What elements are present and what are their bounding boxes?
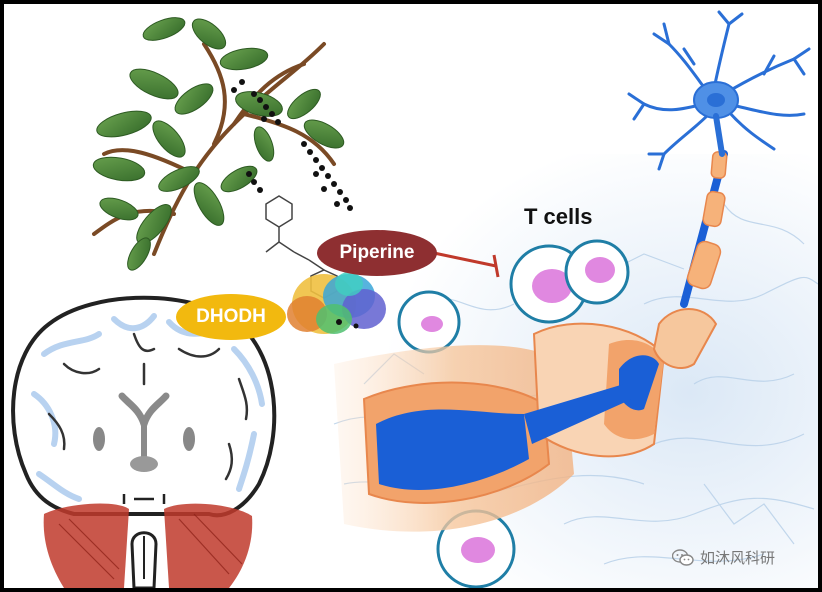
watermark-text: 如沐风科研: [700, 549, 776, 567]
neuron-cell: [627, 10, 811, 171]
dhodh-label: DHODH: [176, 294, 286, 340]
pepper-plant: [92, 17, 353, 271]
dhodh-protein-structure: [287, 272, 386, 334]
inhibition-arrow: [433, 251, 500, 278]
t-cells-label: T cells: [524, 204, 593, 229]
diagram-canvas: T cells Piperine DHODH 如沐风科研: [4, 4, 818, 588]
wechat-icon: [672, 548, 694, 566]
diagram-illustration: [11, 10, 818, 588]
watermark: 如沐风科研: [672, 547, 775, 568]
piperine-molecule-structure: [265, 195, 338, 299]
piperine-label: Piperine: [317, 230, 437, 276]
brain-coronal-section: [11, 295, 277, 588]
myelinated-axon: [334, 150, 728, 532]
